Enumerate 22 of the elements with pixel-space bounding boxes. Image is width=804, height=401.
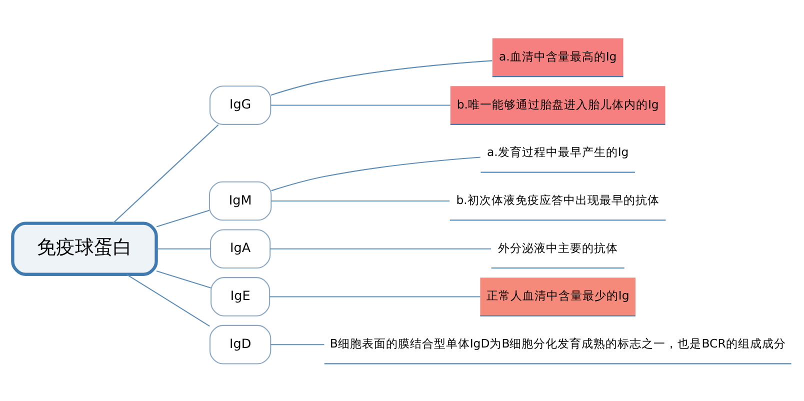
connector [270,104,450,106]
connector [126,274,210,326]
node-box: 免疫球蛋白 [11,221,158,276]
node-text: b.初次体液免疫应答中出现最早的抗体 [456,192,660,206]
connector [271,156,480,191]
connector [112,124,219,224]
connector [156,209,210,227]
node-box: IgE [210,276,270,316]
node-text: a.发育过程中最早产生的Ig [486,144,629,159]
connector [270,344,324,345]
node-box: IgM [208,180,272,220]
connector [270,60,492,96]
node-box: IgA [210,228,271,268]
node-text: B细胞表面的膜结合型单体IgD为B细胞分化发育成熟的标志之一，也是BCR的组成成分 [330,336,786,350]
connector [156,270,211,288]
node-text: 外分泌液中主要的抗体 [498,240,618,254]
connector [270,296,480,297]
connector [270,248,492,249]
connector [156,248,210,249]
node-box: IgD [209,324,272,364]
connector [271,200,450,202]
node-box: IgG [209,85,272,124]
